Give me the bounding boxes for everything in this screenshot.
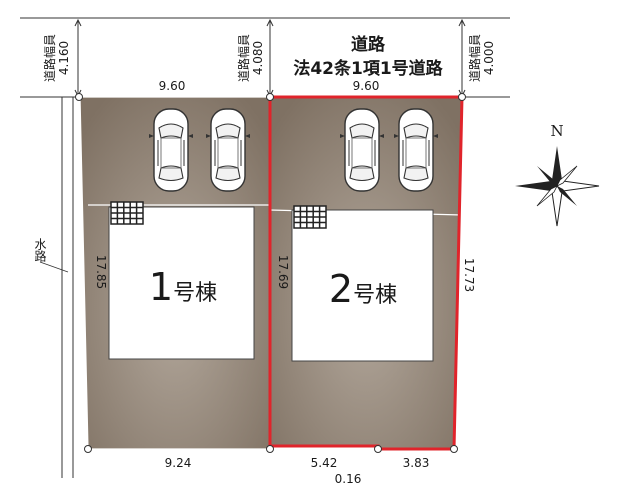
building-2-footprint bbox=[291, 209, 434, 362]
boundary-marker bbox=[75, 93, 83, 101]
dim-lot1-bottom: 9.24 bbox=[165, 456, 192, 470]
boundary-marker bbox=[458, 93, 466, 101]
building-2-label: 2号棟 bbox=[329, 267, 397, 311]
road-width-dimension-right bbox=[458, 18, 466, 98]
road-width-value-mid: 4.080 bbox=[251, 41, 265, 75]
dim-lot2-jog: 0.16 bbox=[335, 472, 362, 486]
dim-lot2-bottom-right: 3.83 bbox=[403, 456, 430, 470]
boundary-marker bbox=[84, 445, 92, 453]
building-1-footprint bbox=[108, 206, 255, 360]
grid-icon-1 bbox=[110, 201, 144, 225]
dim-lot2-bottom-left: 5.42 bbox=[311, 456, 338, 470]
road-width-label-right: 道路幅員 bbox=[467, 34, 482, 82]
dim-lot2-top: 9.60 bbox=[353, 79, 380, 93]
boundary-marker bbox=[374, 445, 382, 453]
road-law-classification: 法42条1項1号道路 bbox=[293, 58, 443, 79]
road-name: 道路 bbox=[351, 34, 386, 55]
car-icon-4 bbox=[393, 108, 439, 192]
road-width-label-left: 道路幅員 bbox=[42, 34, 57, 82]
grid-icon-2 bbox=[293, 205, 327, 229]
car-icon-3 bbox=[339, 108, 385, 192]
boundary-marker bbox=[266, 445, 274, 453]
road-width-value-right: 4.000 bbox=[482, 41, 496, 75]
boundary-marker bbox=[450, 445, 458, 453]
waterway-label: 水路 bbox=[33, 238, 47, 263]
dim-lot1-top: 9.60 bbox=[159, 79, 186, 93]
building-1-label: 1号棟 bbox=[149, 265, 217, 309]
boundary-marker bbox=[266, 93, 274, 101]
compass-icon bbox=[515, 146, 600, 227]
car-icon-2 bbox=[205, 108, 251, 192]
road-width-value-left: 4.160 bbox=[57, 41, 71, 75]
road-width-label-mid: 道路幅員 bbox=[236, 34, 251, 82]
road-width-dimension-left bbox=[74, 18, 82, 98]
road-width-dimension-mid bbox=[266, 18, 274, 98]
dim-lot2-right: 17.73 bbox=[462, 258, 476, 292]
car-icon-1 bbox=[148, 108, 194, 192]
dim-lot2-left: 17.69 bbox=[276, 255, 290, 289]
north-label: N bbox=[550, 122, 563, 140]
dim-lot1-left: 17.85 bbox=[94, 255, 108, 289]
waterway-leader bbox=[39, 261, 69, 273]
